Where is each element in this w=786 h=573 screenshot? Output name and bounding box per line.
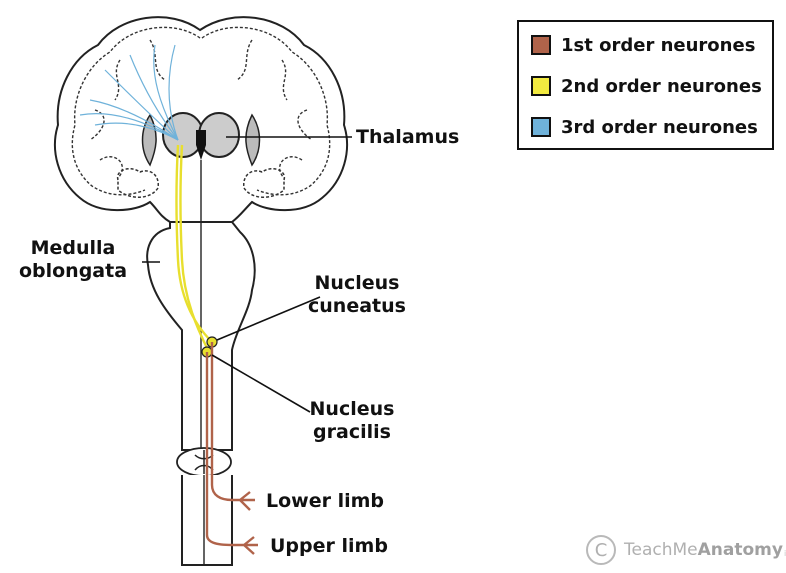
legend-label-third: 3rd order neurones (561, 116, 758, 138)
spinal-segment (176, 447, 233, 566)
medulla-line-1: Medulla (30, 237, 116, 259)
legend-item-third-order: 3rd order neurones (531, 116, 758, 138)
cuneatus-pointer (216, 296, 321, 341)
nucleus-cuneatus-label: Nucleus cuneatus (298, 272, 416, 318)
gracilis-line-1: Nucleus (309, 398, 395, 420)
gracilis-pointer (211, 354, 311, 413)
brand-suffix: info (783, 548, 786, 558)
teachmeanatomy-watermark: C TeachMe Anatomy info (586, 535, 786, 565)
copyright-icon: C (586, 535, 616, 565)
thalamus (162, 112, 240, 160)
right-ventricle (245, 113, 261, 167)
third-order-fibres (79, 44, 179, 141)
cuneatus-line-1: Nucleus (314, 272, 400, 294)
gracilis-line-2: gracilis (313, 421, 391, 443)
temporal-lobes (116, 168, 286, 198)
brand-anatomy: Anatomy (697, 540, 783, 560)
second-order-fibres (175, 144, 213, 351)
medulla-oblongata-label: Medulla oblongata (18, 237, 128, 283)
legend-label-first: 1st order neurones (561, 34, 756, 56)
legend-label-second: 2nd order neurones (561, 75, 762, 97)
first-order-fibres (205, 342, 258, 555)
brand-teachme: TeachMe (624, 540, 698, 560)
upper-limb-label: Upper limb (270, 535, 388, 557)
cuneatus-line-2: cuneatus (308, 295, 406, 317)
pointer-lines (142, 136, 352, 413)
legend: 1st order neurones 2nd order neurones 3r… (517, 20, 774, 150)
legend-item-first-order: 1st order neurones (531, 34, 755, 56)
legend-swatch-second (531, 76, 551, 96)
nucleus-gracilis-label: Nucleus gracilis (296, 398, 408, 444)
thalamus-label: Thalamus (356, 126, 460, 148)
legend-swatch-third (531, 117, 551, 137)
medulla-line-2: oblongata (18, 260, 128, 282)
lower-limb-label: Lower limb (266, 490, 385, 512)
legend-item-second-order: 2nd order neurones (531, 75, 762, 97)
legend-swatch-first (531, 35, 551, 55)
cortex-gyri (71, 26, 331, 196)
